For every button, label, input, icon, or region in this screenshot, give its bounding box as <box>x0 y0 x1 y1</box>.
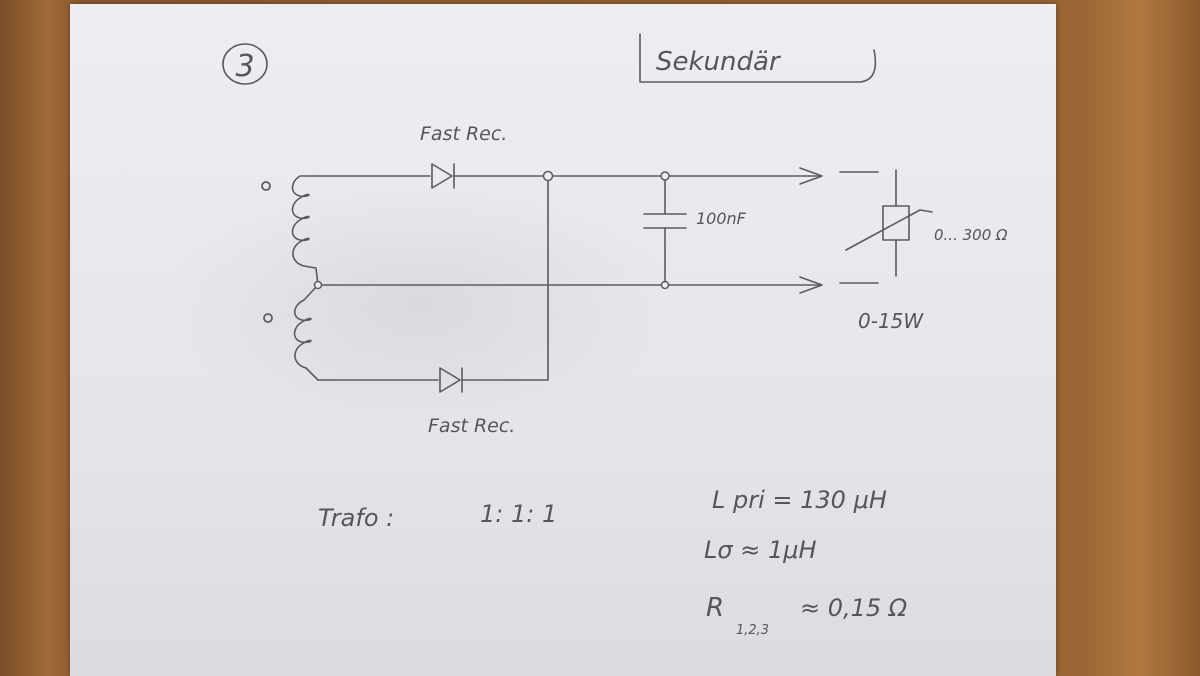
load-terminals <box>839 171 879 284</box>
shadow <box>160 174 680 434</box>
spec-r-main: R <box>706 593 724 623</box>
diode-top-symbol <box>431 163 455 189</box>
junction-center-tap <box>313 280 323 290</box>
spec-r-sub: 1,2,3 <box>736 623 769 638</box>
trafo-label: Trafo : <box>318 504 394 532</box>
page-number-circle <box>222 43 268 85</box>
junction-cap-top <box>660 171 670 181</box>
page-number: 3 <box>235 49 254 84</box>
output-arrow-top <box>799 167 823 185</box>
capacitor-symbol <box>643 175 687 286</box>
title: Sekundär <box>656 47 782 77</box>
junction-cap-bottom <box>660 280 670 290</box>
transformer-winding <box>291 175 319 381</box>
diode-bottom-symbol <box>439 367 463 393</box>
load-variable-arrow <box>845 209 933 251</box>
power-label: 0-15W <box>858 309 924 333</box>
output-arrow-bottom <box>799 276 823 294</box>
capacitor-label: 100nF <box>696 209 747 228</box>
diode-top-label: Fast Rec. <box>420 123 507 145</box>
spec-r-value: ≈ 0,15 Ω <box>800 594 908 622</box>
winding-dot-bottom <box>263 313 273 323</box>
trafo-ratio: 1: 1: 1 <box>480 500 557 528</box>
diode-bottom-label: Fast Rec. <box>428 415 515 437</box>
spec-l-pri: L pri = 130 μH <box>712 486 887 514</box>
spec-l-sigma: Lσ ≈ 1μH <box>704 536 817 564</box>
winding-dot-top <box>261 181 271 191</box>
load-resistor-body <box>882 205 910 241</box>
title-bracket <box>639 33 877 83</box>
load-label: 0... 300 Ω <box>934 226 1008 244</box>
paper-sheet <box>70 4 1056 676</box>
wire-bottom-return <box>461 175 549 381</box>
junction-diode-join <box>542 170 554 182</box>
